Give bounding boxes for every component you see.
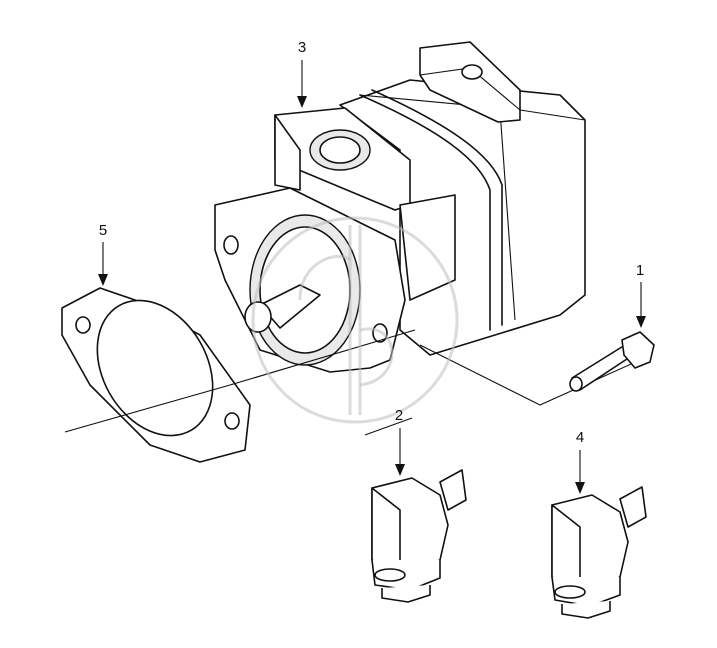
pump-body [214,41,586,373]
bolt [569,331,655,392]
gasket [61,287,251,463]
callout-2: 2 [395,407,405,476]
callout-3-number: 3 [298,39,306,56]
callout-1: 1 [636,262,646,328]
elbow-fitting-b [551,486,647,619]
callout-2-number: 2 [395,407,403,424]
callout-4-number: 4 [576,429,584,446]
callout-4: 4 [575,429,585,494]
logo-watermark [251,216,459,424]
shaft-centerline [64,329,641,436]
callout-5-number: 5 [99,222,107,239]
elbow-fitting-a [371,469,467,603]
callout-3: 3 [297,39,307,108]
callout-5: 5 [98,222,108,286]
callout-1-number: 1 [636,262,644,279]
